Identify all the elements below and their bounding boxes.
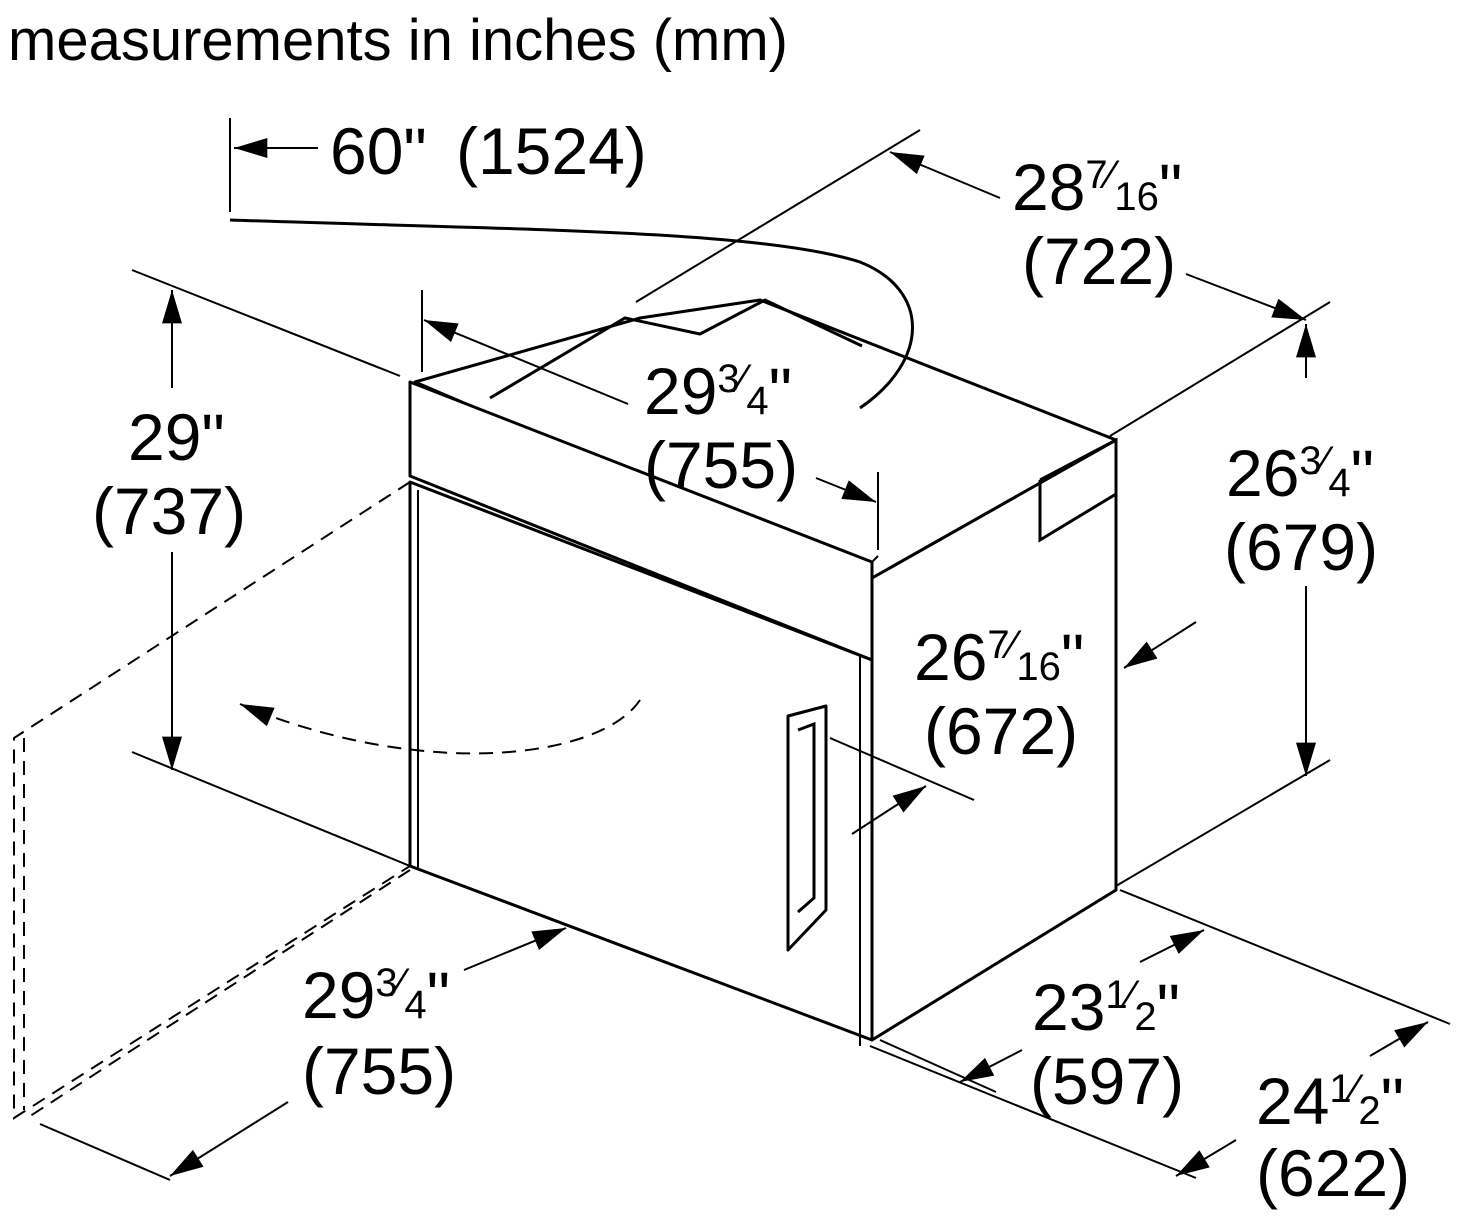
diagram-title: measurements in inches (mm) <box>8 8 788 73</box>
svg-text:(672): (672) <box>924 694 1078 768</box>
door-handle <box>786 704 828 952</box>
svg-text:231⁄2": 231⁄2" <box>1032 970 1180 1044</box>
label-overall-height: 29" (737) <box>92 400 246 548</box>
dimension-lines <box>39 118 1451 1181</box>
rear-notch <box>1038 437 1118 543</box>
svg-text:241⁄2": 241⁄2" <box>1256 1064 1404 1138</box>
svg-text:(1524): (1524) <box>456 114 647 188</box>
svg-text:(722): (722) <box>1022 224 1176 298</box>
svg-text:(737): (737) <box>92 474 246 548</box>
power-cord <box>229 218 914 410</box>
oven-body <box>408 298 1118 1046</box>
label-body-height: 263⁄4" (679) <box>1224 436 1378 584</box>
svg-text:293⁄4": 293⁄4" <box>302 958 450 1032</box>
label-top-depth: 287⁄16" (722) <box>1012 150 1182 298</box>
svg-text:(597): (597) <box>1030 1044 1184 1118</box>
label-body-depth: 231⁄2" (597) <box>1030 970 1184 1118</box>
label-cord-length: 60" (1524) <box>330 114 647 188</box>
svg-text:(622): (622) <box>1256 1136 1410 1210</box>
svg-text:287⁄16": 287⁄16" <box>1012 150 1182 224</box>
svg-text:263⁄4": 263⁄4" <box>1226 436 1374 510</box>
label-top-width: 293⁄4" (755) <box>644 354 798 502</box>
svg-text:(755): (755) <box>644 428 798 502</box>
label-door-depth: 241⁄2" (622) <box>1256 1064 1410 1210</box>
label-side-height: 267⁄16" (672) <box>914 620 1084 768</box>
svg-text:267⁄16": 267⁄16" <box>914 620 1084 694</box>
label-front-width: 293⁄4" (755) <box>302 958 456 1108</box>
svg-text:(679): (679) <box>1224 510 1378 584</box>
svg-text:29": 29" <box>128 400 225 474</box>
svg-text:60": 60" <box>330 114 427 188</box>
svg-text:(755): (755) <box>302 1034 456 1108</box>
door-swing-outline <box>13 481 641 1121</box>
oven-top-hump <box>489 298 863 400</box>
svg-text:293⁄4": 293⁄4" <box>644 354 792 428</box>
